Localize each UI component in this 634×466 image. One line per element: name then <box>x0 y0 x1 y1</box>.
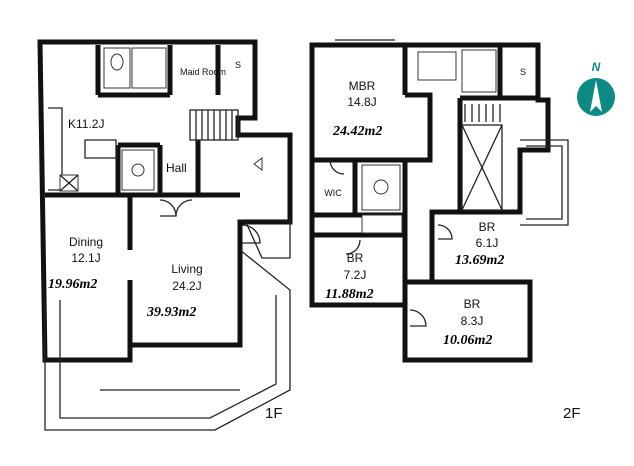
room-br1-size: 7.2J <box>344 268 367 282</box>
floor-label-1f: 1F <box>265 405 283 422</box>
north-compass: N <box>577 60 615 116</box>
room-wic: WIC <box>324 188 342 198</box>
room-living-size: 24.2J <box>172 279 201 293</box>
area-living: 39.93m2 <box>146 305 196 320</box>
room-dining-size: 12.1J <box>71 251 100 265</box>
room-mbr-size: 14.8J <box>347 95 376 109</box>
room-br2-name: BR <box>479 220 496 234</box>
room-maid: Maid Room <box>180 67 226 77</box>
room-kitchen: K11.2J <box>68 117 104 131</box>
area-mbr: 24.42m2 <box>332 124 382 139</box>
area-br1: 11.88m2 <box>325 287 374 302</box>
room-living-name: Living <box>171 262 202 276</box>
compass-label: N <box>592 60 601 74</box>
area-br2: 13.69m2 <box>455 253 504 268</box>
floor-2-plan: MBR 14.8J 24.42m2 S WIC BR 7.2J 11.88m2 … <box>309 39 581 422</box>
stairs-2f <box>464 104 501 122</box>
stairs-1f <box>189 109 239 141</box>
room-hall: Hall <box>166 161 187 175</box>
floor-1-plan: Maid Room S K11.2J Hall Dining 12.1J 19.… <box>37 39 293 431</box>
room-br3-name: BR <box>464 297 481 311</box>
compass-arrow-icon <box>590 80 602 112</box>
room-storage-2f: S <box>520 67 526 77</box>
room-br1-name: BR <box>347 251 364 265</box>
room-storage-1f: S <box>235 60 241 70</box>
area-br3: 10.06m2 <box>443 333 492 348</box>
room-br2-size: 6.1J <box>476 236 499 250</box>
floor-label-2f: 2F <box>563 405 581 422</box>
room-br3-size: 8.3J <box>461 314 484 328</box>
room-mbr-name: MBR <box>349 79 376 93</box>
room-dining-name: Dining <box>69 235 103 249</box>
area-dining: 19.96m2 <box>48 277 97 292</box>
